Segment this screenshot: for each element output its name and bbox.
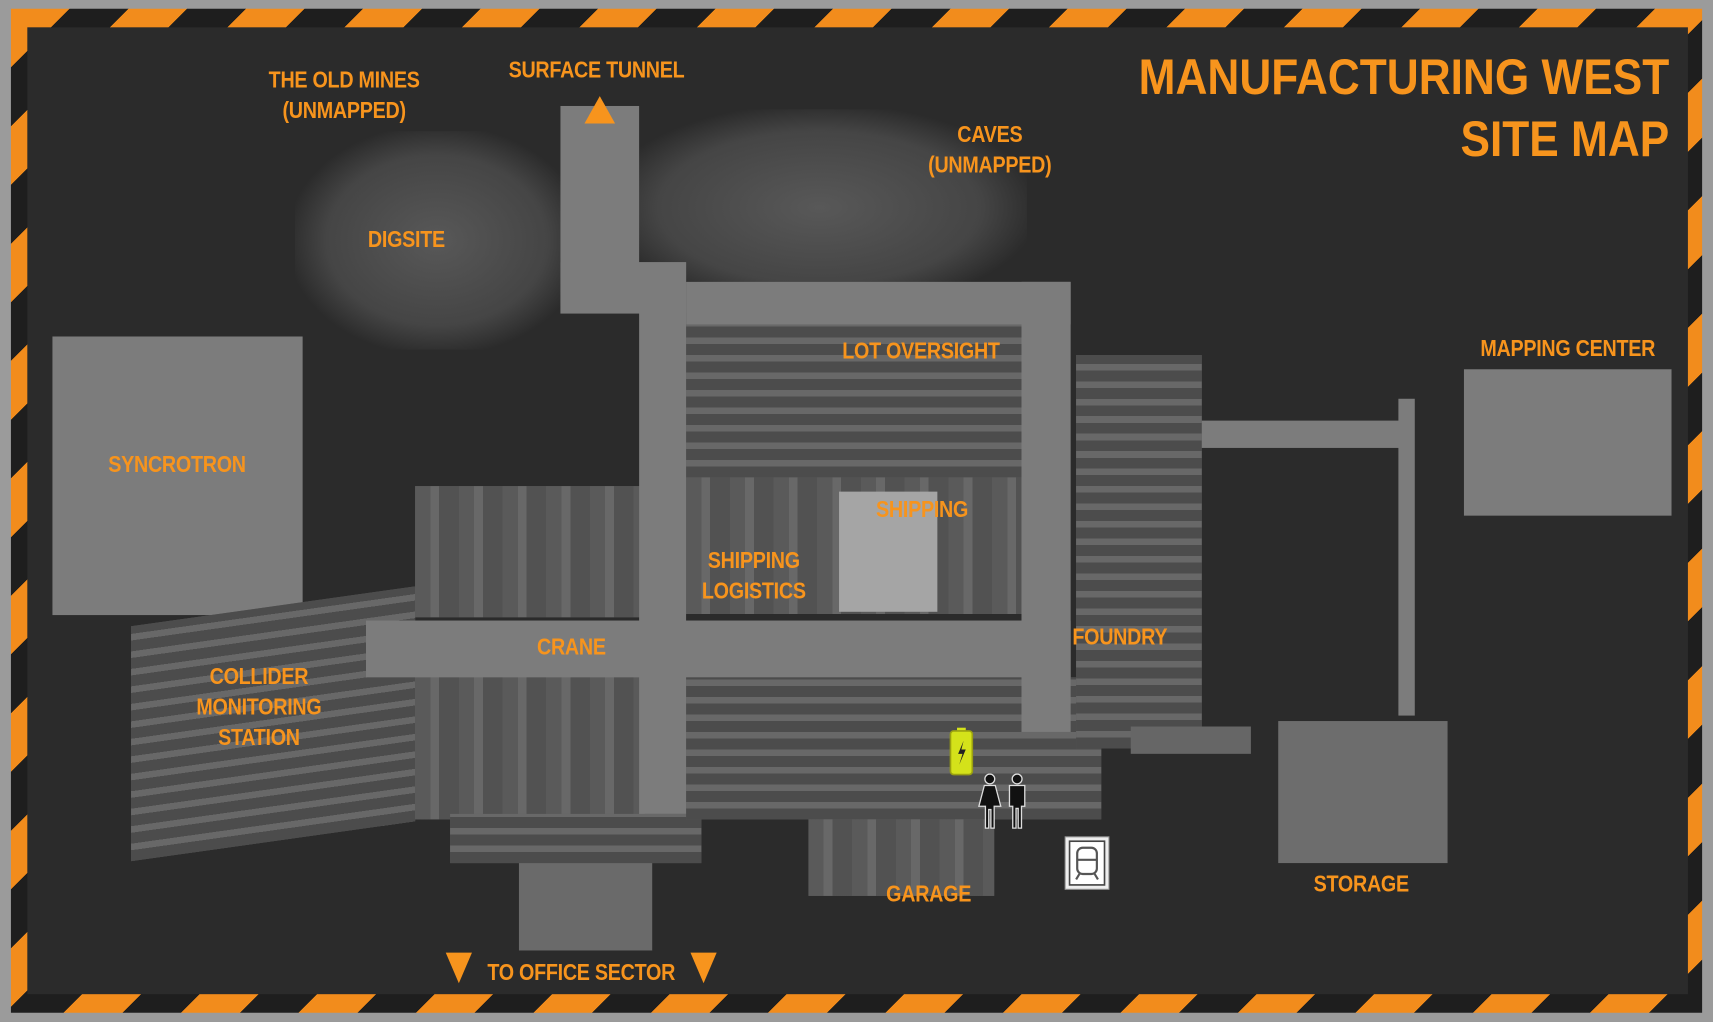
- old-mines-area: [294, 131, 580, 350]
- corridor: [639, 262, 687, 814]
- train-station-icon[interactable]: [1064, 836, 1110, 891]
- arrow-down-icon: [445, 952, 472, 984]
- shipping-floor: [839, 491, 938, 612]
- map-title: MANUFACTURING WEST SITE MAP: [1139, 46, 1670, 171]
- label-syncrotron[interactable]: SYNCROTRON: [108, 452, 246, 478]
- mapping-center-area: [1463, 369, 1672, 516]
- battery-charging-icon[interactable]: [949, 727, 974, 776]
- label-caves[interactable]: CAVES (UNMAPPED): [915, 120, 1065, 181]
- label-line: (UNMAPPED): [928, 152, 1052, 179]
- lot-oversight-area: [686, 324, 1022, 478]
- label-old-mines[interactable]: THE OLD MINES (UNMAPPED): [260, 66, 429, 127]
- label-shipping-logistics[interactable]: SHIPPING LOGISTICS: [688, 546, 820, 607]
- storage-corridor: [1398, 398, 1415, 716]
- label-collider-monitoring-station[interactable]: COLLIDER MONITORING STATION: [179, 662, 339, 754]
- label-digsite[interactable]: DIGSITE: [367, 227, 445, 253]
- label-line: (UNMAPPED): [282, 98, 407, 124]
- storage-area: [1278, 721, 1448, 864]
- title-line-2: SITE MAP: [1460, 110, 1670, 168]
- label-line: STATION: [218, 725, 300, 751]
- foundry-area: [1076, 355, 1202, 749]
- crane-area: [415, 666, 645, 820]
- label-line: CAVES: [957, 122, 1023, 148]
- label-mapping-center[interactable]: MAPPING CENTER: [1480, 336, 1656, 362]
- label-lot-oversight[interactable]: LOT OVERSIGHT: [842, 338, 1000, 364]
- foundry-corridor: [1130, 726, 1251, 754]
- label-shipping[interactable]: SHIPPING: [876, 497, 969, 523]
- restroom-icon[interactable]: [976, 773, 1033, 830]
- label-line: COLLIDER: [209, 664, 309, 690]
- office-connector: [450, 813, 702, 864]
- corridor: [686, 281, 1071, 325]
- crane-corridor: [365, 620, 1071, 678]
- label-line: THE OLD MINES: [268, 67, 420, 93]
- arrow-up-icon: [584, 96, 616, 124]
- label-storage[interactable]: STORAGE: [1313, 871, 1410, 897]
- label-line: MONITORING: [196, 694, 322, 720]
- label-foundry[interactable]: FOUNDRY: [1072, 624, 1168, 651]
- office-sector-passage: [518, 863, 653, 951]
- arrow-down-icon: [690, 952, 717, 984]
- mapping-corridor: [1201, 420, 1410, 448]
- label-line: LOGISTICS: [701, 579, 806, 605]
- label-surface-tunnel[interactable]: SURFACE TUNNEL: [508, 57, 685, 84]
- garage-area: [808, 819, 995, 896]
- label-garage[interactable]: GARAGE: [886, 881, 972, 907]
- crane-north-area: [415, 486, 645, 618]
- label-crane[interactable]: CRANE: [536, 634, 606, 660]
- syncrotron-area: [52, 336, 303, 616]
- label-to-office-sector[interactable]: TO OFFICE SECTOR: [487, 960, 676, 986]
- label-line: SHIPPING: [707, 548, 800, 574]
- title-line-1: MANUFACTURING WEST: [1138, 48, 1670, 105]
